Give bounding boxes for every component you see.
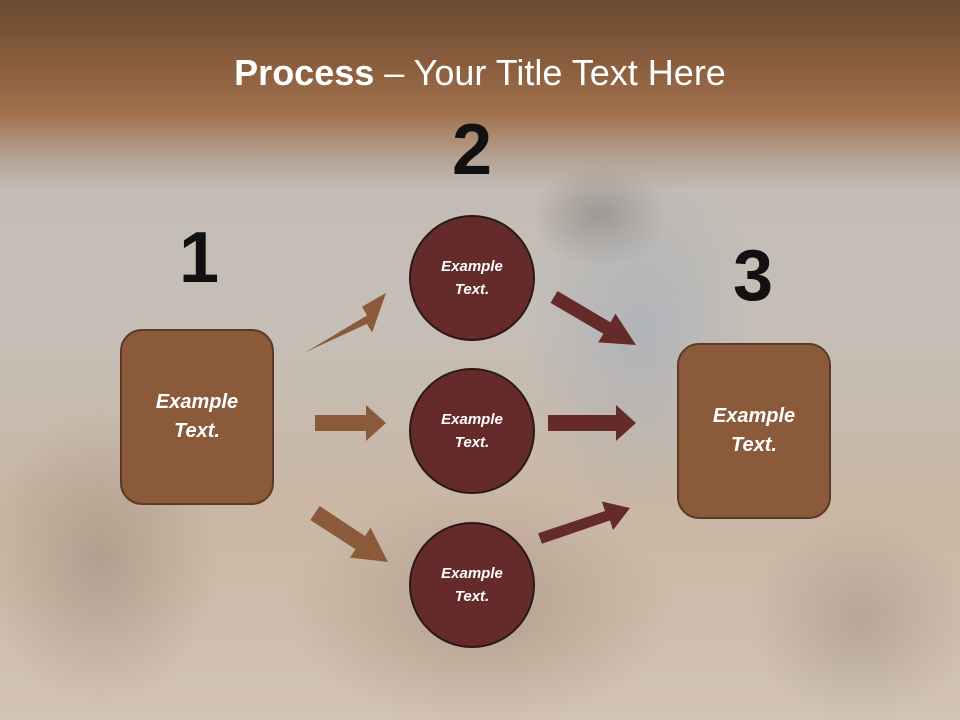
- process-circle-bottom: Example Text.: [409, 522, 535, 648]
- step-number-3: 3: [732, 236, 774, 316]
- title-band: [0, 0, 960, 190]
- arrow-up-right-left: [304, 293, 386, 353]
- step-box-1: Example Text.: [120, 329, 274, 505]
- step-number-1: 1: [178, 218, 220, 298]
- process-circle-middle: Example Text.: [409, 368, 535, 494]
- arrow-down-right-left: [310, 506, 388, 562]
- step-box-3: Example Text.: [677, 343, 831, 519]
- left-arrows: [304, 293, 388, 562]
- arrow-up-right-right: [538, 501, 630, 544]
- slide-title: Process – Your Title Text Here: [0, 52, 960, 94]
- title-rest: – Your Title Text Here: [374, 52, 726, 93]
- step-number-2: 2: [451, 110, 493, 190]
- title-bold: Process: [234, 52, 375, 93]
- right-arrows: [538, 291, 636, 544]
- arrow-down-right-right: [550, 291, 636, 345]
- process-circle-top: Example Text.: [409, 215, 535, 341]
- arrow-right-left: [315, 405, 386, 441]
- arrow-right-right: [548, 405, 636, 441]
